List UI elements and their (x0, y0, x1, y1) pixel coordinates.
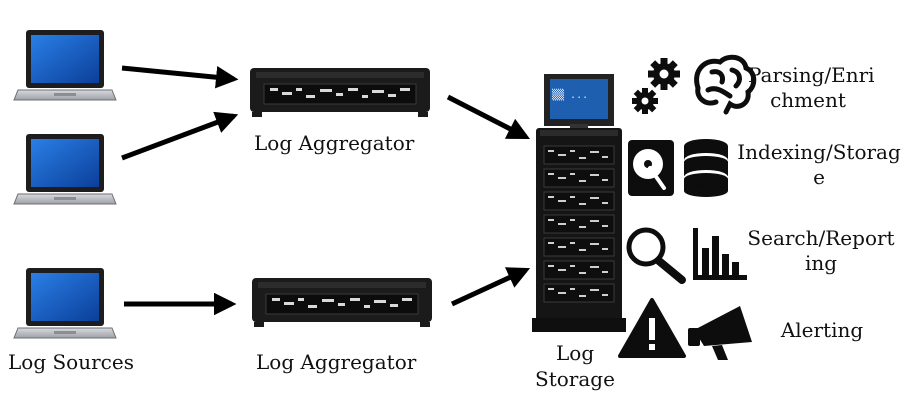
arrows (121, 65, 531, 316)
megaphone-icon (688, 306, 752, 360)
laptop-icon (13, 267, 117, 339)
log-storage-label-line2: Storage (535, 367, 615, 391)
capability-line: Alerting (780, 318, 864, 342)
database-icon (684, 139, 728, 197)
warning-icon (618, 298, 686, 358)
gears-icon (632, 58, 680, 114)
capability-line: Search/Report (747, 226, 895, 250)
capability-line: e (813, 165, 825, 189)
brain-icon (694, 54, 757, 115)
arrow-laptop1-to-aggregator (121, 65, 239, 89)
log-aggregator-top-label: Log Aggregator (254, 131, 415, 155)
laptop-icon (13, 29, 117, 101)
capability-line: ing (804, 251, 838, 275)
capability-parsing-enrichment: Parsing/Enri chment (748, 63, 875, 113)
hard-disk-icon (628, 140, 674, 196)
monitor-text: ▒▒ ... (552, 88, 588, 101)
log-sources-label: Log Sources (8, 350, 134, 374)
laptop-icon (13, 133, 117, 205)
arrow-laptop2-to-aggregator (121, 111, 239, 161)
storage-tower-icon (532, 74, 626, 332)
log-storage-label-line1: Log (556, 341, 595, 365)
rack-server-icon (251, 277, 433, 328)
bar-chart-icon (693, 228, 747, 280)
arrow-aggregator2-to-storage (450, 267, 531, 307)
capability-indexing-storage: Indexing/Storag e (730, 140, 908, 190)
capability-line: Indexing/Storag (737, 140, 901, 164)
capability-alerting: Alerting (762, 318, 882, 343)
capability-line: chment (770, 88, 846, 112)
capability-search-reporting: Search/Report ing (740, 226, 902, 276)
arrow-aggregator-to-storage (446, 94, 531, 140)
log-aggregator-bottom-label: Log Aggregator (256, 350, 417, 374)
rack-server-icon (249, 67, 431, 118)
magnifier-icon (626, 227, 686, 284)
capability-line: Parsing/Enri (748, 63, 875, 87)
